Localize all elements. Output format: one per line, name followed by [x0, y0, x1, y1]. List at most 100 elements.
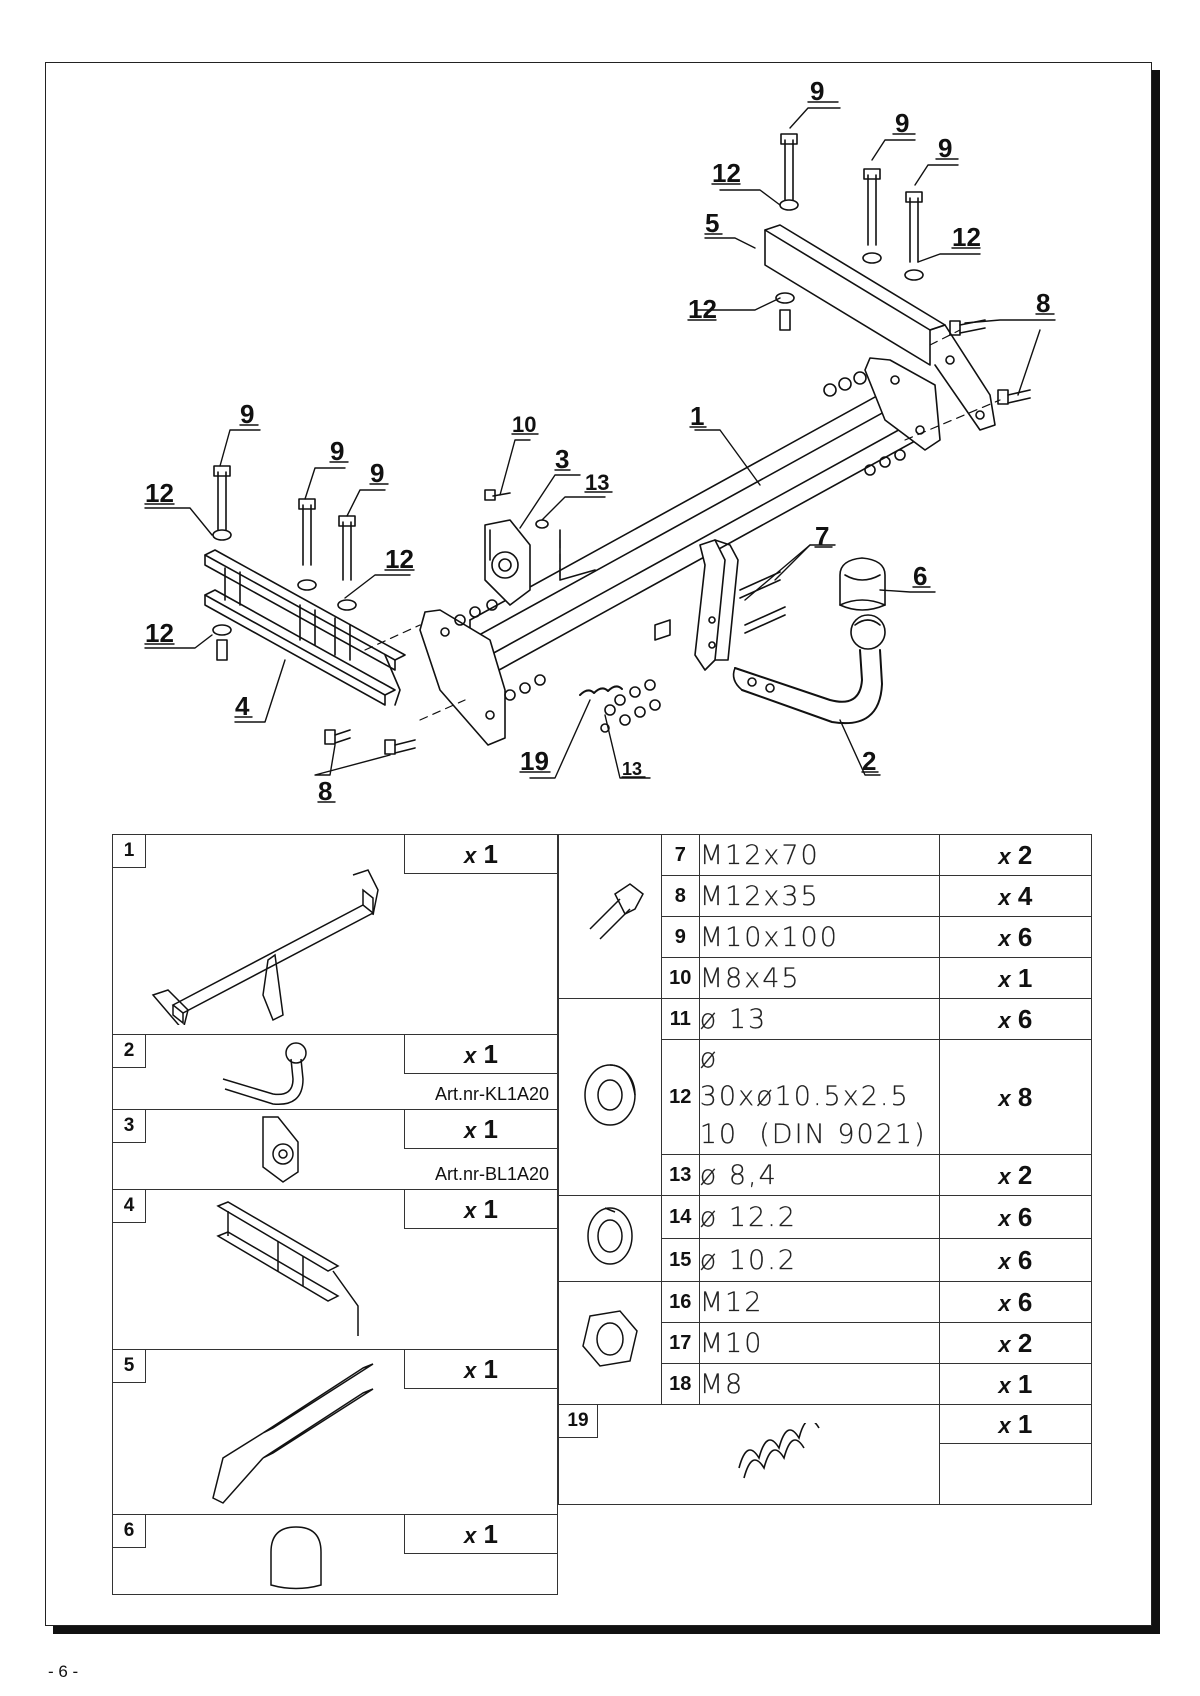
part-spec: ø 13 — [699, 1003, 768, 1035]
part-number: 14 — [660, 1195, 700, 1239]
part-row-2: 2 x 1 Art.nr-KL1A20 — [112, 1034, 558, 1110]
part-spec: M8x45 — [699, 962, 801, 994]
part-spec: M10x100 — [699, 921, 839, 953]
socket-plate-thumbnail — [262, 1116, 299, 1183]
callout-1: 1 — [690, 401, 704, 431]
part-spec: ø 12.2 — [699, 1201, 797, 1233]
socket-plate-drawing — [484, 519, 531, 606]
right-bracket-thumbnail — [212, 1363, 374, 1504]
page-number: - 6 - — [48, 1662, 79, 1681]
washer-icon — [584, 1063, 636, 1126]
part-spec: ø 8,4 — [699, 1159, 778, 1191]
crossbar-thumbnail — [151, 869, 379, 1025]
bolt-icon-cell — [558, 834, 662, 999]
qty-badge: x 1 — [464, 1114, 498, 1144]
article-number: Art.nr-BL1A20 — [434, 1164, 549, 1184]
callout-19: 19 — [520, 746, 549, 776]
left-parts-table: 1 x 1 2 x 1 Art.nr-KL1A20 3 x 1 Art.nr-B… — [112, 834, 558, 1595]
part-spec-standard: 10 (DIN 9021) — [699, 1119, 927, 1150]
part-number: 17 — [660, 1322, 700, 1364]
part-spec: ø 10.2 — [699, 1244, 797, 1276]
part-spec: M10 — [699, 1327, 764, 1359]
qty-badge: x 1 — [464, 1194, 498, 1224]
part-number: 8 — [660, 875, 700, 917]
part-number: 13 — [660, 1154, 700, 1196]
callout-13a: 13 — [585, 470, 609, 495]
qty-badge: x 6 — [998, 1201, 1033, 1232]
callout-10: 10 — [512, 412, 536, 437]
callout-9f: 9 — [370, 458, 384, 488]
spring-icon — [738, 1423, 820, 1479]
qty-badge: x 2 — [998, 1327, 1033, 1358]
part-number: 5 — [113, 1350, 146, 1383]
qty-badge: x 1 — [464, 1354, 498, 1384]
ball-neck-drawing — [732, 614, 886, 725]
part-number: 7 — [660, 834, 700, 876]
callout-9e: 9 — [330, 436, 344, 466]
alignment-lines — [364, 329, 1001, 721]
part-number: 15 — [660, 1238, 700, 1282]
part-number: 16 — [660, 1281, 700, 1323]
callout-12d: 12 — [145, 478, 174, 508]
part-number: 4 — [113, 1190, 146, 1223]
part-number: 19 — [559, 1405, 598, 1438]
part-row-5: 5 x 1 — [112, 1349, 558, 1515]
qty-badge: x 1 — [998, 1409, 1033, 1439]
callout-12c: 12 — [688, 294, 717, 324]
callout-13b: 13 — [622, 759, 642, 779]
hex-nut-icon — [582, 1309, 638, 1367]
bolts-drawing — [212, 133, 1031, 755]
right-bracket-drawing — [764, 224, 996, 431]
callout-2: 2 — [862, 746, 876, 776]
spring-washer-icon-cell — [558, 1195, 662, 1282]
callout-12a: 12 — [712, 158, 741, 188]
part-number: 12 — [660, 1039, 700, 1155]
callout-12f: 12 — [145, 618, 174, 648]
exploded-view-diagram: 9 9 9 12 5 12 12 8 8 1 10 3 13 9 9 9 12 … — [144, 76, 1056, 806]
ball-cover-thumbnail — [270, 1526, 322, 1590]
qty-badge: x 1 — [464, 1519, 498, 1549]
callout-9c: 9 — [938, 133, 952, 163]
part-number: 11 — [660, 998, 700, 1040]
callout-12e: 12 — [385, 544, 414, 574]
part-spec: M12x70 — [698, 834, 940, 876]
part-spec: ø 30xø10.5x2.5 — [699, 1043, 910, 1112]
qty-badge: x 2 — [998, 839, 1033, 870]
part-number: 3 — [113, 1110, 146, 1143]
part-number: 10 — [660, 957, 700, 999]
callout-5: 5 — [705, 208, 719, 238]
qty-badge: x 2 — [998, 1159, 1033, 1190]
qty-badge: x 6 — [998, 921, 1033, 952]
left-bracket-drawing — [204, 549, 406, 706]
part-spec: M12x35 — [699, 880, 820, 912]
qty-badge: x 8 — [998, 1081, 1033, 1112]
callout-12b: 12 — [952, 222, 981, 252]
part-row-3: 3 x 1 Art.nr-BL1A20 — [112, 1109, 558, 1190]
bolt-icon — [589, 883, 644, 940]
crossbar-drawing — [419, 357, 941, 746]
callout-8c: 8 — [318, 776, 332, 806]
part-number: 1 — [113, 835, 146, 868]
qty-badge: x 6 — [998, 1244, 1033, 1275]
part-number: 18 — [660, 1363, 700, 1405]
qty-badge: x 1 — [998, 1368, 1033, 1399]
article-number: Art.nr-KL1A20 — [434, 1084, 549, 1104]
washer-icon-cell — [558, 998, 662, 1196]
part-row-4: 4 x 1 — [112, 1189, 558, 1350]
nut-icon-cell — [558, 1281, 662, 1405]
part-number: 9 — [660, 916, 700, 958]
qty-badge: x 1 — [464, 839, 498, 869]
ball-neck-thumbnail — [222, 1042, 307, 1106]
qty-badge: x 1 — [998, 962, 1033, 993]
part-spec: M12 — [699, 1286, 764, 1318]
callout-9a: 9 — [810, 76, 824, 106]
qty-badge: x 4 — [998, 880, 1033, 911]
callout-9b: 9 — [895, 108, 909, 138]
spring-row: 19 — [558, 1404, 940, 1505]
qty-badge: x 6 — [998, 1286, 1033, 1317]
callout-8a: 8 — [1036, 288, 1050, 318]
callout-6: 6 — [913, 561, 927, 591]
part-number: 6 — [113, 1515, 146, 1548]
callout-leaders — [144, 107, 1056, 779]
qty-badge: x 1 — [464, 1039, 498, 1069]
